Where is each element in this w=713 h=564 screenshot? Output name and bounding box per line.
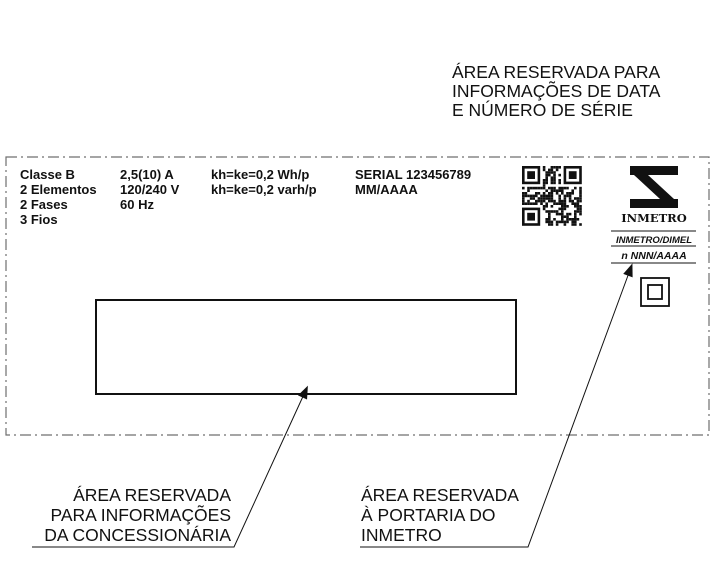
spec-column-2: 2,5(10) A 120/240 V 60 Hz: [120, 167, 180, 212]
nameplate-outline: [5, 156, 710, 436]
callout-utility-line-3: DA CONCESSIONÁRIA: [44, 525, 231, 545]
callout-inmetro: ÁREA RESERVADA À PORTARIA DO INMETRO: [361, 485, 519, 545]
leader-line-utility: [32, 391, 306, 548]
spec-column-3: kh=ke=0,2 Wh/p kh=ke=0,2 varh/p: [211, 167, 317, 197]
arrowhead-utility: [297, 385, 308, 400]
inmetro-logo-icon: [630, 166, 678, 208]
callout-date-serial-line-3: E NÚMERO DE SÉRIE: [452, 99, 633, 120]
spec-date: MM/AAAA: [355, 182, 418, 197]
spec-column-1: Classe B 2 Elementos 2 Fases 3 Fios: [20, 167, 97, 227]
inmetro-brand-label: INMETRO: [621, 211, 687, 225]
leader-line-inmetro: [360, 269, 631, 548]
callout-utility: ÁREA RESERVADA PARA INFORMAÇÕES DA CONCE…: [44, 485, 231, 545]
callout-date-serial-line-2: INFORMAÇÕES DE DATA: [452, 80, 661, 101]
callout-inmetro-line-1: ÁREA RESERVADA: [361, 485, 519, 505]
arrowhead-inmetro: [623, 263, 633, 278]
callout-utility-line-1: ÁREA RESERVADA: [73, 485, 231, 505]
spec-serial: SERIAL 123456789: [355, 167, 471, 182]
spec-constant-active: kh=ke=0,2 Wh/p: [211, 167, 309, 182]
spec-constant-reactive: kh=ke=0,2 varh/p: [211, 182, 317, 197]
double-insulation-icon: [640, 277, 670, 307]
spec-column-4: SERIAL 123456789 MM/AAAA: [355, 167, 471, 197]
spec-current: 2,5(10) A: [120, 167, 174, 182]
spec-class: Classe B: [20, 167, 75, 182]
approval-number: n NNN/AAAA: [621, 250, 686, 262]
approval-body: INMETRO/DIMEL: [616, 235, 692, 246]
spec-voltage: 120/240 V: [120, 182, 180, 197]
callout-date-serial: ÁREA RESERVADA PARA INFORMAÇÕES DE DATA …: [452, 62, 661, 120]
callout-inmetro-line-3: INMETRO: [361, 525, 442, 545]
spec-wires: 3 Fios: [20, 212, 58, 227]
callout-date-serial-line-1: ÁREA RESERVADA PARA: [452, 62, 660, 82]
spec-frequency: 60 Hz: [120, 197, 154, 212]
callout-utility-line-2: PARA INFORMAÇÕES: [50, 504, 231, 525]
spec-elements: 2 Elementos: [20, 182, 97, 197]
callout-inmetro-line-2: À PORTARIA DO: [361, 505, 496, 525]
spec-phases: 2 Fases: [20, 197, 68, 212]
utility-reserved-area: [95, 299, 517, 395]
qr-code-icon: [522, 166, 582, 226]
